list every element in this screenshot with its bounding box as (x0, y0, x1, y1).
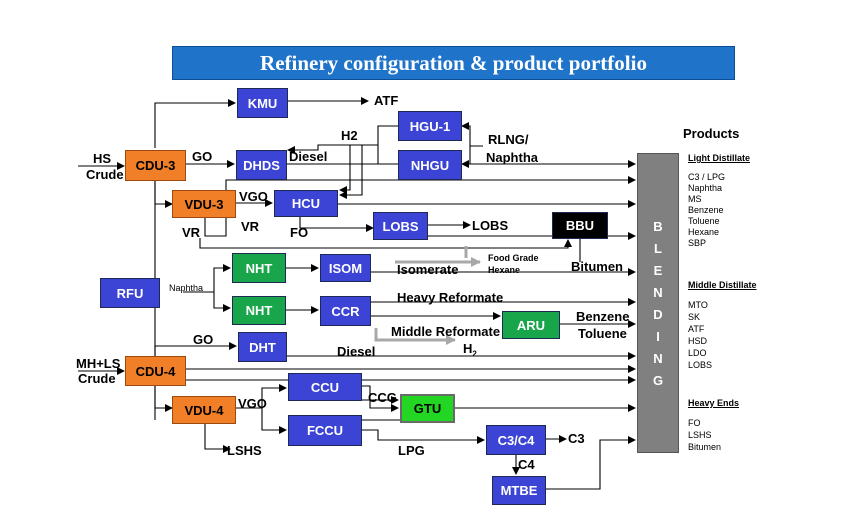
unit-fccu: FCCU (288, 415, 362, 446)
label-go-1: GO (192, 149, 213, 164)
product-item: ATF (688, 324, 705, 334)
label-lpg: LPG (398, 443, 425, 458)
label-ccg: CCG (368, 390, 397, 405)
label-mhls: MH+LS (76, 356, 121, 371)
unit-bbu: BBU (552, 212, 608, 239)
product-item: LOBS (688, 360, 713, 370)
label-go-2: GO (193, 332, 214, 347)
blending-letter: N (653, 351, 663, 366)
label-naphtha-rfu: Naphtha (169, 283, 204, 293)
label-hexane: Hexane (488, 265, 521, 275)
unit-gtu: GTU (400, 394, 455, 423)
unit-dht: DHT (238, 332, 287, 362)
label-food-grade: Food Grade (488, 253, 539, 263)
product-item: MS (688, 194, 702, 204)
unit-ccu: CCU (288, 373, 362, 401)
blending-column: B L E N D I N G (637, 153, 679, 453)
unit-cdu4: CDU-4 (125, 356, 186, 386)
product-item: Naphtha (688, 183, 723, 193)
product-item: FO (688, 418, 701, 428)
label-vr-left: VR (182, 225, 201, 240)
product-item: Bitumen (688, 442, 722, 452)
label-h2-ccr-sub: 2 (472, 349, 477, 359)
label-naphtha-feed: Naphtha (486, 150, 538, 165)
label-rlng: RLNG/ (488, 132, 529, 147)
label-crude-2: Crude (78, 371, 116, 386)
product-item: SBP (688, 238, 707, 248)
label-middle-reformate: Middle Reformate (391, 324, 501, 339)
product-item: SK (688, 312, 701, 322)
label-atf: ATF (374, 93, 399, 108)
product-item: Hexane (688, 227, 720, 237)
label-vgo-1: VGO (239, 189, 268, 204)
label-diesel-2: Diesel (337, 344, 376, 359)
unit-nht-2: NHT (232, 296, 286, 325)
products-heavy-title: Heavy Ends (688, 398, 740, 408)
blending-letter: B (653, 219, 663, 234)
unit-hgu1: HGU-1 (398, 111, 462, 141)
products-middle-title: Middle Distillate (688, 280, 757, 290)
product-item: Toluene (688, 216, 720, 226)
label-bitumen-out: Bitumen (571, 259, 623, 274)
label-hs: HS (93, 151, 112, 166)
label-lshs: LSHS (227, 443, 262, 458)
label-vgo-2: VGO (238, 396, 267, 411)
unit-nhgu: NHGU (398, 150, 462, 180)
label-h2-top: H2 (341, 128, 358, 143)
label-c4: C4 (518, 457, 535, 472)
label-toluene: Toluene (578, 326, 627, 341)
product-item: Benzene (688, 205, 724, 215)
label-fo-box: FO (290, 225, 309, 240)
unit-dhds: DHDS (236, 150, 287, 180)
product-item: LSHS (688, 430, 712, 440)
product-item: HSD (688, 336, 708, 346)
unit-vdu3: VDU-3 (172, 190, 236, 218)
products-light-title: Light Distillate (688, 153, 751, 163)
blending-letter: I (656, 329, 660, 344)
label-c3: C3 (568, 431, 585, 446)
label-benzene: Benzene (576, 309, 630, 324)
unit-kmu: KMU (237, 88, 288, 118)
unit-ccr: CCR (320, 296, 371, 326)
unit-cdu3: CDU-3 (125, 150, 186, 181)
label-crude-1: Crude (86, 167, 124, 182)
product-item: C3 / LPG (688, 172, 726, 182)
unit-vdu4: VDU-4 (172, 396, 236, 424)
unit-aru: ARU (502, 311, 560, 339)
label-vr-box: VR (241, 219, 260, 234)
unit-mtbe: MTBE (492, 476, 546, 505)
product-item: MTO (688, 300, 708, 310)
label-heavy-reformate: Heavy Reformate (397, 290, 504, 305)
product-item: LDO (688, 348, 707, 358)
page-title: Refinery configuration & product portfol… (172, 46, 735, 80)
unit-nht-1: NHT (232, 253, 286, 283)
blending-letter: G (652, 373, 664, 388)
blending-letter: N (653, 285, 663, 300)
label-h2-ccr: H2 (463, 341, 477, 359)
blending-letter: E (653, 263, 663, 278)
blending-letter: L (654, 241, 662, 256)
label-lobs-out: LOBS (472, 218, 509, 233)
label-diesel-1: Diesel (289, 149, 328, 164)
unit-hcu: HCU (274, 190, 338, 217)
products-heading: Products (683, 126, 740, 141)
label-h2-ccr-main: H (463, 341, 473, 356)
unit-c3c4: C3/C4 (486, 425, 546, 455)
blending-letter: D (653, 307, 663, 322)
label-isomerate: Isomerate (397, 262, 459, 277)
unit-isom: ISOM (320, 254, 371, 282)
unit-lobs: LOBS (373, 212, 428, 240)
unit-rfu: RFU (100, 278, 160, 308)
